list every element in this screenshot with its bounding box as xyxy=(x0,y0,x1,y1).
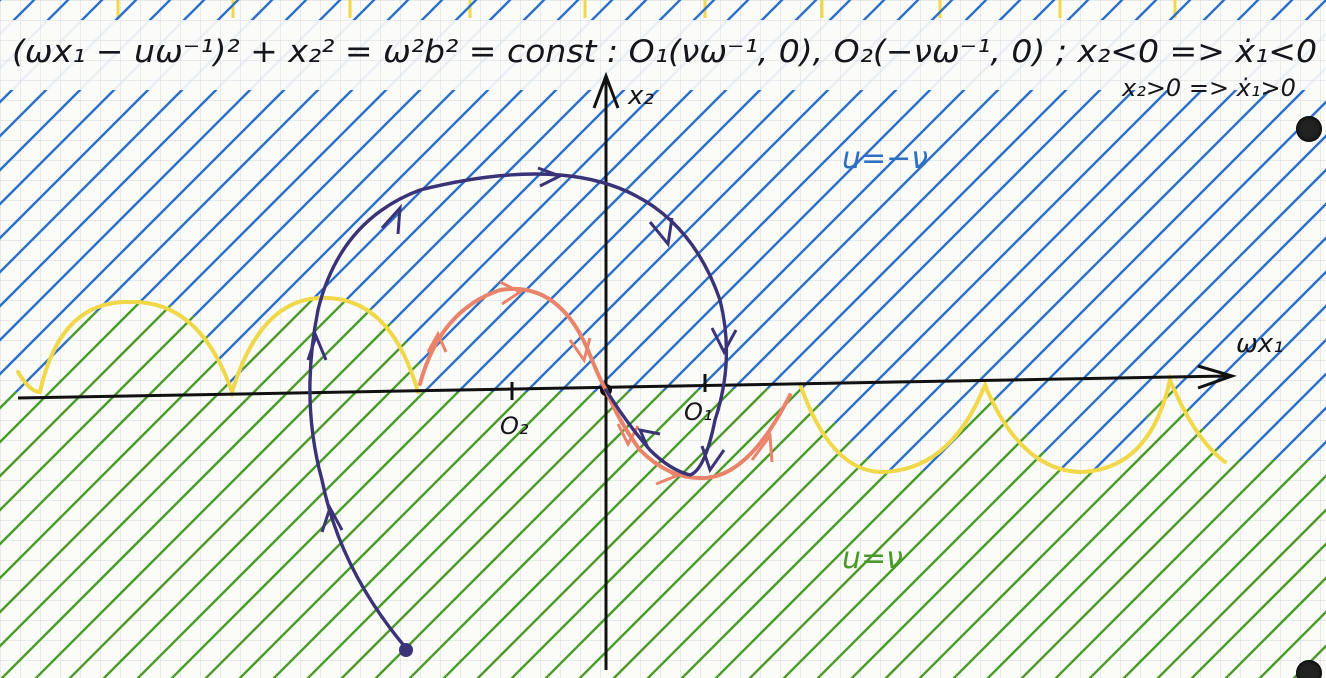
lower-region-label: u=ν xyxy=(842,541,903,576)
arrow-head-icon xyxy=(637,427,661,449)
arrow-head-icon xyxy=(320,504,344,533)
hatch-line xyxy=(0,298,469,678)
hatch-line xyxy=(0,298,537,678)
hatch-line xyxy=(999,298,1326,678)
arrow-head-icon xyxy=(537,166,564,188)
hatch-line xyxy=(863,0,1326,472)
upper-region-label: u=−ν xyxy=(842,141,928,176)
arrow-head-icon xyxy=(306,331,328,361)
x-axis-label: ωx₁ xyxy=(1236,329,1284,359)
hatch-line xyxy=(897,0,1326,472)
equation-text: (ωx₁ − uω⁻¹)² + x₂² = ω²b² = const : O₁(… xyxy=(12,34,1317,70)
hatch-line xyxy=(1067,298,1326,678)
hatch-line xyxy=(1101,298,1326,678)
x-axis-arrow-icon xyxy=(1197,364,1237,390)
hatch-line xyxy=(0,298,707,678)
arrow-head-icon xyxy=(648,217,674,248)
condition-text: x₂>0 => ẋ₁>0 xyxy=(1121,74,1296,102)
hatch-line xyxy=(0,298,503,678)
hatch-line xyxy=(1033,298,1326,678)
dark-trajectory-arrows xyxy=(306,166,738,533)
binder-hole-top xyxy=(1296,116,1322,142)
hatch-line xyxy=(693,0,1326,472)
orange-trajectory-arrows xyxy=(426,280,774,486)
arrow-head-icon xyxy=(750,431,774,463)
binder-hole-bottom xyxy=(1296,660,1322,678)
hatch-line xyxy=(0,298,673,678)
axes xyxy=(17,78,1229,670)
hatch-line xyxy=(0,298,741,678)
hatch-line xyxy=(1169,298,1326,678)
arrow-head-icon xyxy=(426,330,448,353)
hatch-line xyxy=(829,0,1326,472)
y-axis-arrow-icon xyxy=(592,71,620,109)
hatch-line xyxy=(761,0,1326,472)
x-axis xyxy=(17,374,1229,400)
hatch-line xyxy=(795,0,1326,472)
arrow-head-icon xyxy=(380,203,402,235)
arrow-head-icon xyxy=(499,280,523,306)
arrow-head-icon xyxy=(568,337,592,364)
start-point xyxy=(399,643,413,657)
hatch-line xyxy=(0,298,571,678)
hatch-line xyxy=(727,0,1326,472)
hatch-line xyxy=(1135,298,1326,678)
hatch-line xyxy=(931,0,1326,472)
hatch-line xyxy=(965,298,1326,678)
o2-label: O₂ xyxy=(500,412,529,440)
arrow-head-icon xyxy=(654,460,680,486)
switching-curve xyxy=(16,295,1227,475)
o1-label: O₁ xyxy=(684,398,713,426)
y-axis-label: x₂ xyxy=(627,81,654,111)
arrow-head-icon xyxy=(700,445,726,474)
arrow-head-icon xyxy=(710,327,738,356)
